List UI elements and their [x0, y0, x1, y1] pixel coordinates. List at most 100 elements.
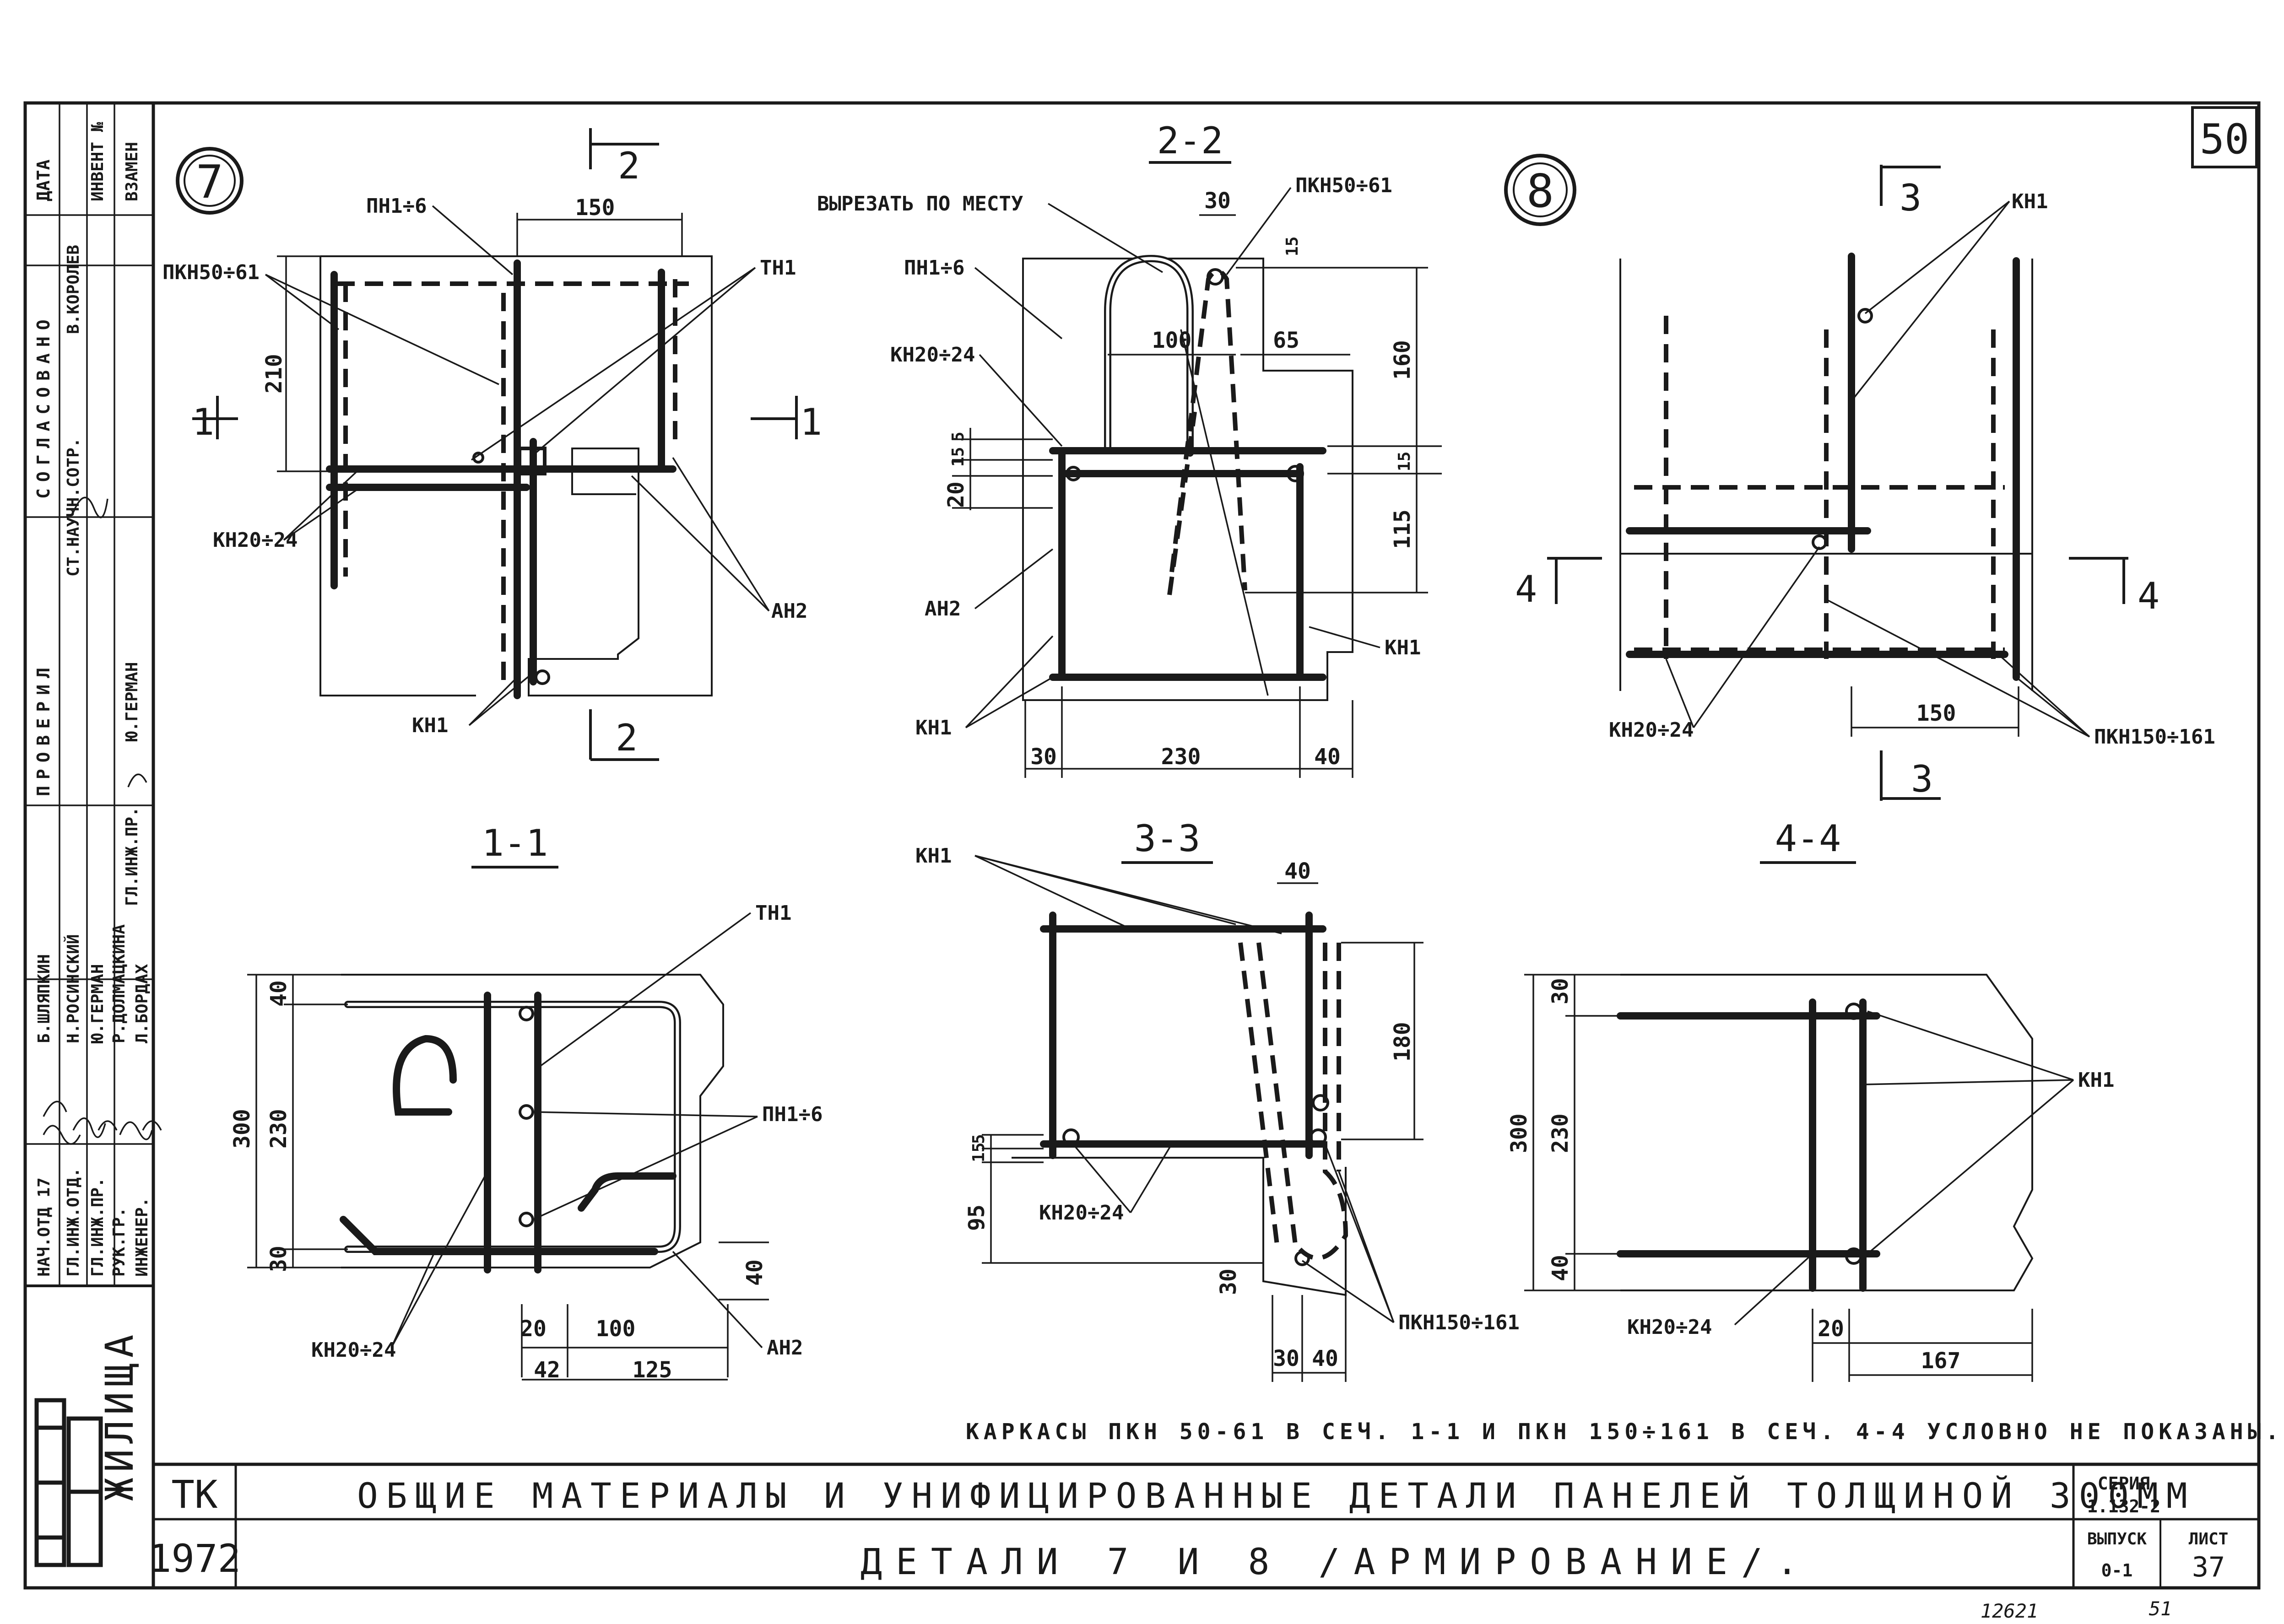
- section-1-1-dim-100: 100: [596, 1316, 636, 1342]
- section-1-1-title: 1-1: [482, 822, 548, 864]
- stamp-check-name: Ю.ГЕРМАН: [123, 662, 141, 741]
- concrete-outline: [319, 255, 713, 696]
- stamp-name-2: Н.РОСИНСКИЙ: [64, 934, 83, 1043]
- concrete-outline: [341, 974, 724, 1268]
- sheet-frame: 50: [23, 101, 2261, 1590]
- section-1-1-label-kn20: КН20÷24: [311, 1338, 396, 1362]
- section-2-2-label-kn20: КН20÷24: [890, 343, 975, 367]
- title-code-tk: ТК: [171, 1472, 218, 1517]
- title-line-2: ДЕТАЛИ 7 И 8 /АРМИРОВАНИЕ/.: [861, 1542, 1812, 1583]
- side-stamp: СОГЛАСОВАНО ДАТА ИНВЕНТ № ВЗАМЕН СТ.НАУЧ…: [25, 103, 162, 1567]
- section-3-3-dim-15: 15: [969, 1143, 988, 1162]
- detail-7-cut-2-top: 2: [618, 145, 640, 187]
- detail-7-label-pkn: ПКН50÷61: [162, 261, 260, 284]
- section-3-3-dim-30: 30: [1216, 1268, 1241, 1295]
- section-2-2-label-kn1b: КН1: [1385, 636, 1421, 659]
- section-3-3-label-pkn150: ПКН150÷161: [1398, 1311, 1520, 1334]
- section-3-3-dim-180: 180: [1390, 1022, 1415, 1062]
- section-2-2-dim-15a: 15: [1283, 237, 1302, 256]
- section-1-1-dim-20: 20: [520, 1316, 547, 1342]
- section-3-3-dim-40: 40: [1284, 858, 1311, 884]
- bottom-number-1: 12621: [1981, 1600, 2038, 1622]
- section-4-4-title: 4-4: [1775, 817, 1841, 860]
- stamp-org: ЖИЛИЩА: [97, 1329, 142, 1501]
- section-3-3-dim-40b: 40: [1312, 1346, 1338, 1371]
- section-1-1-dim-42: 42: [534, 1357, 560, 1383]
- detail-8-dim-150: 150: [1916, 701, 1956, 726]
- stamp-replace: ВЗАМЕН: [123, 142, 141, 201]
- detail-8-label-kn20: КН20÷24: [1609, 718, 1694, 742]
- detail-7-cut-1-right: 1: [800, 401, 822, 443]
- sheet-label: ЛИСТ: [2189, 1530, 2229, 1548]
- detail-7-dim-210: 210: [261, 354, 287, 394]
- detail-8-cut-4-left: 4: [1515, 568, 1537, 610]
- section-1-1-label-tn: ТН1: [755, 901, 791, 925]
- section-2-2-label-kn1a: КН1: [915, 716, 952, 739]
- section-1-1-label-pn: ПН1÷6: [762, 1103, 823, 1126]
- section-2-2-label-pn: ПН1÷6: [904, 256, 964, 280]
- section-3-3-title: 3-3: [1134, 817, 1201, 860]
- detail-8-cut-3-top: 3: [1900, 177, 1921, 219]
- section-3-3-label-kn1: КН1: [915, 844, 952, 868]
- section-2-2-dim-65: 65: [1273, 328, 1299, 353]
- section-1-1-dim-40b: 40: [742, 1259, 768, 1286]
- stamp-name-5: Л.БОРДАХ: [133, 964, 152, 1043]
- section-2-2-dim-5: 5: [949, 432, 968, 442]
- detail-7-number: 7: [196, 155, 223, 209]
- stamp-name-3: Ю.ГЕРМАН: [88, 964, 107, 1043]
- stamp-agreed: СОГЛАСОВАНО: [33, 313, 54, 499]
- section-2-2-title: 2-2: [1157, 119, 1223, 162]
- section-1-1-dim-30: 30: [266, 1246, 292, 1272]
- stamp-role-2: ГЛ.ИНЖ.ОТД.: [64, 1168, 83, 1277]
- section-4-4-dim-230: 230: [1548, 1113, 1573, 1153]
- concrete-outline: [1619, 259, 2033, 691]
- signature-marks: [43, 496, 162, 1145]
- detail-7-label-tn: ТН1: [760, 256, 796, 280]
- bottom-number-2: 51: [2149, 1597, 2172, 1620]
- section-1-1-dim-125: 125: [633, 1357, 672, 1383]
- stamp-check-role: ГЛ.ИНЖ.ПР.: [123, 807, 141, 906]
- section-3-3-dim-95: 95: [964, 1204, 990, 1231]
- stamp-agreed-role: СТ.НАУЧН.СОТР.: [64, 438, 83, 577]
- section-2-2-dim-100: 100: [1152, 328, 1192, 353]
- section-2-2-dim-160: 160: [1390, 340, 1415, 380]
- title-block: ТК 1972 ОБЩИЕ МАТЕРИАЛЫ И УНИФИЦИРОВАННЫ…: [148, 1462, 2259, 1588]
- drawing-note: КАРКАСЫ ПКН 50-61 В СЕЧ. 1-1 И ПКН 150÷1…: [966, 1419, 2283, 1445]
- section-2-2-dim-230: 230: [1161, 744, 1201, 770]
- title-line-1: ОБЩИЕ МАТЕРИАЛЫ И УНИФИЦИРОВАННЫЕ ДЕТАЛИ…: [357, 1475, 2196, 1516]
- stamp-agreed-name: В.КОРОЛЕВ: [64, 245, 83, 334]
- detail-8-cut-3-bottom: 3: [1911, 758, 1933, 800]
- concrete-outline: [1620, 974, 2034, 1291]
- section-2-2: 2-2 30 100 65 15 160 15 115: [817, 119, 1442, 778]
- section-2-2-dim-15b: 15: [1395, 452, 1414, 471]
- stamp-checked: ПРОВЕРИЛ: [33, 661, 54, 796]
- detail-7-label-an: АН2: [771, 599, 807, 623]
- section-2-2-dim-40: 40: [1314, 744, 1341, 770]
- section-4-4-dim-167: 167: [1921, 1348, 1961, 1374]
- section-3-3: 3-3 40 180 5 15 95 30 30 40: [915, 817, 1520, 1382]
- detail-8-number: 8: [1526, 164, 1554, 218]
- section-2-2-dim-20: 20: [943, 481, 969, 508]
- section-2-2-label-an: АН2: [925, 597, 961, 620]
- stamp-role-5: ИНЖЕНЕР.: [133, 1198, 152, 1277]
- section-1-1: 1-1 300 40 230 30 20 100 42 125 40: [229, 822, 823, 1383]
- title-year: 1972: [148, 1536, 241, 1581]
- section-4-4-dim-40: 40: [1548, 1255, 1573, 1281]
- section-4-4-dim-20: 20: [1818, 1316, 1844, 1342]
- detail-7-dim-150: 150: [575, 195, 615, 221]
- detail-7-cut-1-left: 1: [192, 401, 214, 443]
- institute-logo: [34, 1398, 103, 1567]
- section-2-2-dim-15c: 15: [949, 447, 968, 467]
- concrete-outline: [1012, 1157, 1347, 1296]
- section-4-4-dim-300: 300: [1506, 1113, 1532, 1153]
- section-3-3-dim-5: 5: [969, 1134, 988, 1144]
- stamp-role-1: НАЧ.ОТД 17: [35, 1177, 54, 1277]
- stamp-name-1: Б.ШЛЯПКИН: [35, 954, 54, 1043]
- section-4-4-dim-30: 30: [1548, 978, 1573, 1004]
- detail-7-label-kn20: КН20÷24: [213, 529, 298, 552]
- concrete-outline: [1022, 258, 1353, 701]
- sheet-corner-number: 50: [2200, 115, 2249, 163]
- section-2-2-label-cut: ВЫРЕЗАТЬ ПО МЕСТУ: [817, 192, 1023, 216]
- detail-7-cut-2-bottom: 2: [616, 717, 638, 759]
